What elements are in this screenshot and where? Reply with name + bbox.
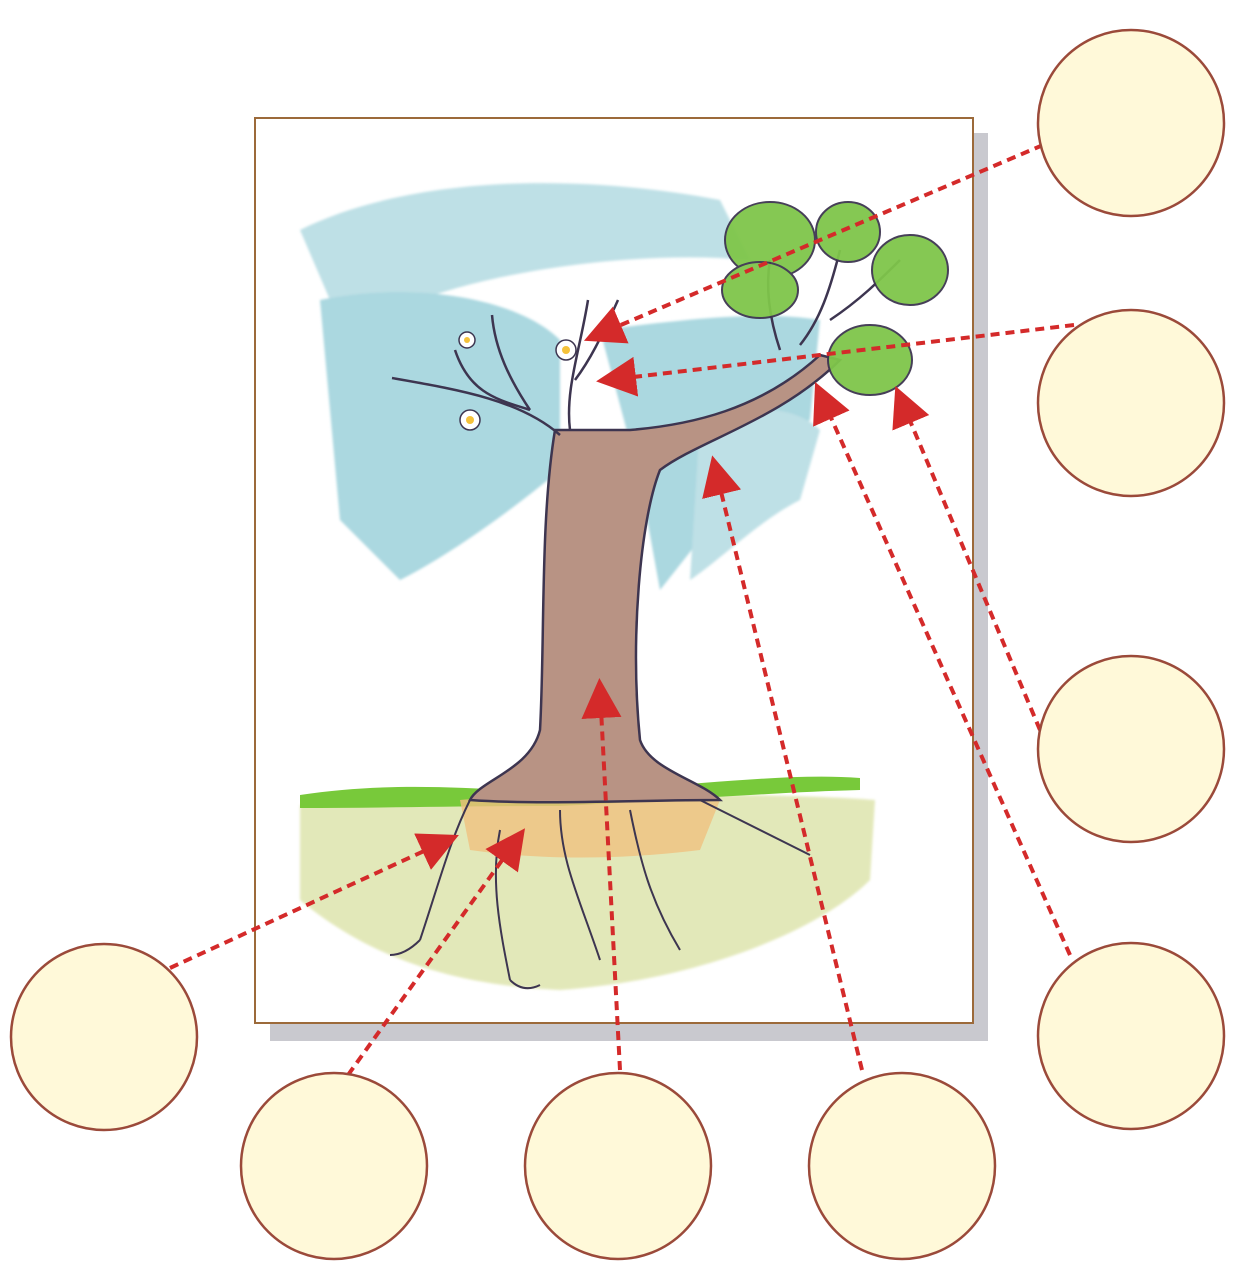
label-circle-bottom-second[interactable] xyxy=(239,1071,429,1261)
pointer-arrows xyxy=(169,143,1075,1077)
arrow-top-right xyxy=(583,143,1044,344)
roots xyxy=(389,799,811,990)
arrow-bottom-middle xyxy=(581,678,622,1071)
label-circle-bottom-left[interactable] xyxy=(9,942,199,1132)
arrow-upper-right xyxy=(596,323,1075,397)
label-circle-top-right[interactable] xyxy=(1036,28,1226,218)
answer-circles xyxy=(9,28,1226,1261)
label-circle-middle-right[interactable] xyxy=(1036,654,1226,844)
arrow-bottom-fourth xyxy=(702,455,864,1071)
label-circle-bottom-middle[interactable] xyxy=(523,1071,713,1261)
label-circle-bottom-fourth[interactable] xyxy=(807,1071,997,1261)
arrow-bottom-left xyxy=(169,833,459,970)
root-soil xyxy=(460,794,720,858)
leaf-clusters xyxy=(721,201,949,396)
sky-scribble xyxy=(300,183,820,590)
arrow-middle-right xyxy=(892,385,1042,731)
arrow-bottom-second xyxy=(346,828,525,1077)
label-circle-lower-right[interactable] xyxy=(1036,941,1226,1131)
label-circle-upper-right[interactable] xyxy=(1036,308,1226,498)
bare-branches xyxy=(391,299,620,436)
blossom-centers xyxy=(464,337,570,424)
arrow-lower-right xyxy=(813,382,1072,956)
